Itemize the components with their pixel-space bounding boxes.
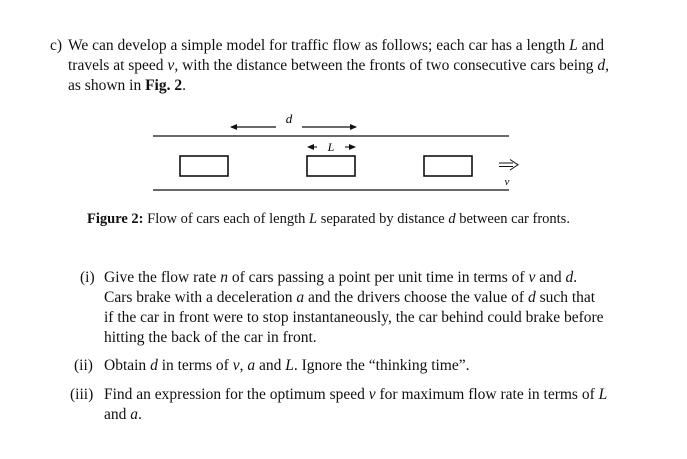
question-iii-line-1: Find an expression for the optimum speed… — [104, 385, 607, 405]
caption-label: Figure 2: — [87, 211, 144, 227]
text-segment: . — [182, 77, 186, 94]
question-i-line-3: if the car in front were to stop instant… — [104, 308, 604, 328]
text-segment: separated by distance — [317, 211, 449, 227]
math-var-a: a — [247, 357, 256, 374]
car-1 — [179, 155, 229, 177]
figure-caption: Figure 2: Flow of cars each of length L … — [87, 210, 570, 228]
math-var-L: L — [598, 386, 608, 403]
text-segment: hitting the back of the car in front. — [104, 329, 317, 346]
question-iii-line-2: and a. — [104, 405, 142, 425]
text-segment: if the car in front were to stop instant… — [104, 309, 604, 326]
text-segment: and — [535, 269, 566, 286]
traffic-flow-diagram: d L v — [153, 111, 519, 191]
math-var-d: d — [527, 289, 536, 306]
velocity-arrow — [499, 159, 519, 171]
text-segment: , — [605, 57, 610, 74]
text-segment: . Ignore the “thinking time”. — [293, 357, 470, 374]
figure-reference: Fig. 2 — [145, 77, 183, 94]
math-var-L: L — [569, 37, 578, 54]
text-segment: Give the flow rate — [104, 269, 221, 286]
text-segment: , — [239, 357, 248, 374]
text-segment: between car fronts. — [455, 211, 570, 227]
text-segment: and — [577, 37, 605, 54]
math-var-v: v — [528, 269, 536, 286]
math-var-d: d — [597, 57, 606, 74]
label-v: v — [505, 176, 510, 188]
question-i-line-1: Give the flow rate n of cars passing a p… — [104, 268, 577, 288]
text-segment: Obtain — [104, 357, 151, 374]
math-var-n: n — [220, 269, 228, 286]
text-segment: and the drivers choose the value of — [304, 289, 528, 306]
math-var-v: v — [368, 386, 376, 403]
text-segment: in terms of — [157, 357, 233, 374]
math-var-d: d — [150, 357, 158, 374]
question-ii-line-1: Obtain d in terms of v, a and L. Ignore … — [104, 356, 470, 376]
text-segment: Flow of cars each of length — [143, 211, 310, 227]
question-iii-number: (iii) — [70, 386, 94, 403]
text-segment: Find an expression for the optimum speed — [104, 386, 369, 403]
question-i-line-2: Cars brake with a deceleration a and the… — [104, 288, 595, 308]
part-c-line-3: as shown in Fig. 2. — [68, 76, 186, 96]
question-ii-number: (ii) — [74, 357, 93, 374]
label-L: L — [327, 140, 335, 154]
math-var-v: v — [232, 357, 240, 374]
text-segment: , with the distance between the fronts o… — [174, 57, 598, 74]
car-2 — [306, 155, 356, 177]
math-var-a: a — [296, 289, 305, 306]
question-i-line-4: hitting the back of the car in front. — [104, 328, 317, 348]
question-i-number: (i) — [80, 269, 95, 286]
text-segment: travels at speed — [68, 57, 168, 74]
part-c-label: c) — [50, 37, 63, 54]
text-segment: as shown in — [68, 77, 146, 94]
math-var-v: v — [167, 57, 175, 74]
math-var-a: a — [130, 406, 139, 423]
car-3 — [423, 155, 473, 177]
text-segment: such that — [535, 289, 596, 306]
part-c-line-1: We can develop a simple model for traffi… — [68, 36, 604, 56]
part-c-line-2: travels at speed v, with the distance be… — [68, 56, 609, 76]
math-var-L: L — [285, 357, 294, 374]
label-d: d — [286, 111, 293, 126]
text-segment: We can develop a simple model for traffi… — [68, 37, 570, 54]
math-var-d: d — [565, 269, 574, 286]
text-segment: Cars brake with a deceleration — [104, 289, 297, 306]
text-segment: of cars passing a point per unit time in… — [227, 269, 529, 286]
text-segment: . — [573, 269, 578, 286]
text-segment: and — [104, 406, 131, 423]
text-segment: and — [255, 357, 286, 374]
text-segment: for maximum flow rate in terms of — [375, 386, 599, 403]
math-var-L: L — [309, 211, 318, 227]
math-var-d: d — [448, 211, 456, 227]
text-segment: . — [138, 406, 142, 423]
